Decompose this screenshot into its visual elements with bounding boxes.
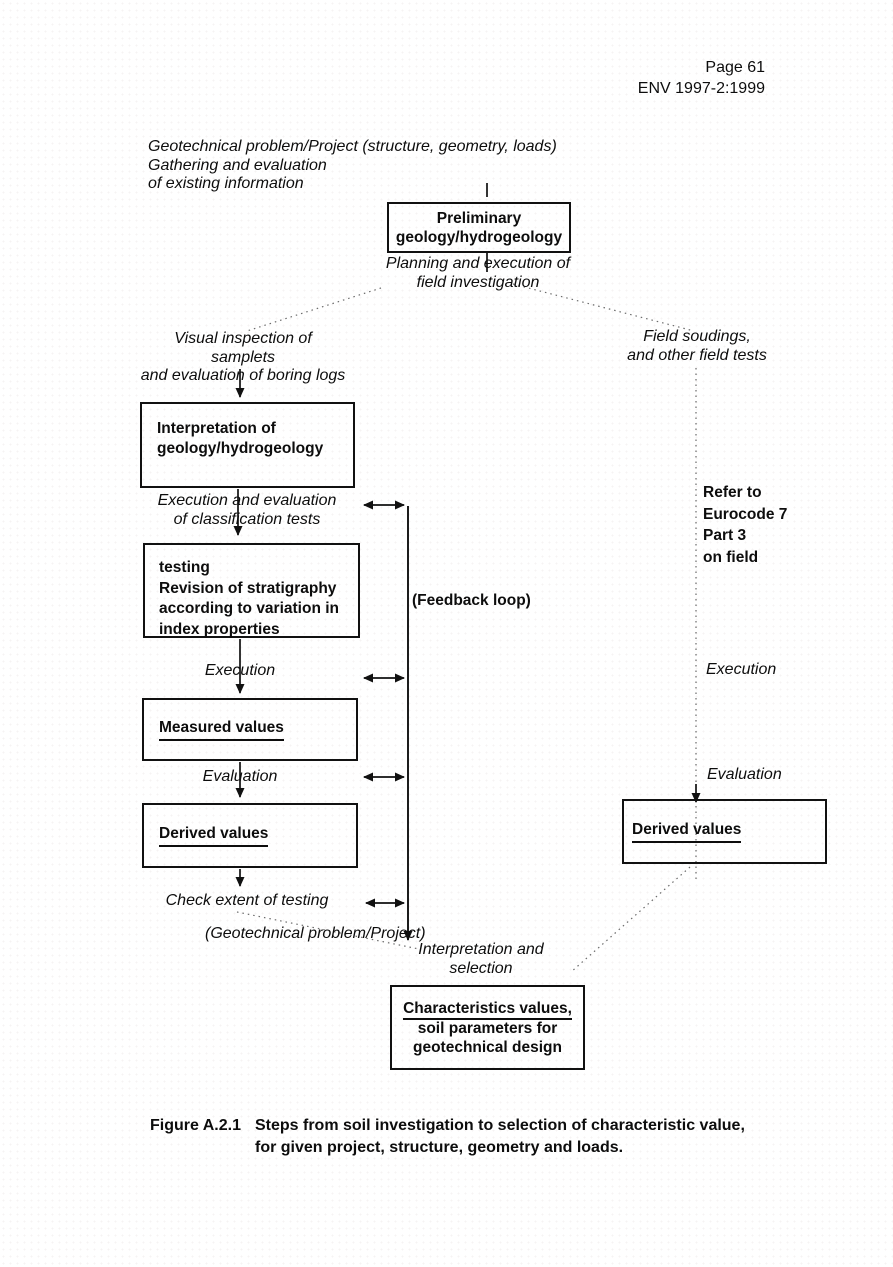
execution-right-label: Execution [706, 661, 777, 678]
figure-caption-line: for given project, structure, geometry a… [254, 1139, 624, 1156]
classification-tests-line: of classification tests [173, 510, 321, 528]
geotechnical-problem-label: (Geotechnical problem/Project) [205, 925, 426, 942]
preliminary-box: Preliminary geology/hydrogeology [387, 202, 571, 253]
characteristics-box: Characteristics values, soil parameters … [390, 985, 585, 1070]
standard-reference: ENV 1997-2:1999 [637, 80, 765, 97]
characteristics-box-label: geotechnical design [412, 1039, 562, 1056]
preliminary-box-label: Preliminary [436, 209, 522, 227]
testing-box-label: testing [159, 559, 210, 576]
testing-box-label: index properties [159, 620, 280, 638]
classification-tests-line: Execution and evaluation [157, 492, 337, 509]
field-soundings-line: Field soudings, [643, 328, 751, 345]
page-number: Page 61 [705, 59, 765, 76]
intro-note: Geotechnical problem/Project (structure,… [148, 138, 557, 194]
derived-values-left-box: Derived values [142, 803, 358, 868]
intro-note-line: of existing information [148, 175, 304, 192]
refer-eurocode-label: Refer to Eurocode 7 Part 3 on field [703, 482, 787, 568]
characteristics-box-title-text: Characteristics values, [403, 1000, 572, 1020]
measured-values-label: Measured values [159, 718, 284, 741]
interpretation-box: Interpretation of geology/hydrogeology [140, 402, 355, 488]
testing-box-label: according to variation in [159, 600, 339, 617]
dotted-check-to-selection-line [236, 911, 420, 950]
dotted-branch-left-line [246, 287, 382, 332]
derived-values-right-box: Derived values [622, 799, 827, 864]
intro-note-line: Gathering and evaluation [148, 156, 327, 174]
intro-note-line: Geotechnical problem/Project (structure,… [148, 138, 557, 155]
figure-caption-line: Steps from soil investigation to selecti… [254, 1117, 745, 1134]
planning-label-line: Planning and execution of [385, 255, 571, 272]
planning-label-line: field investigation [416, 273, 540, 291]
figure-caption: Figure A.2.1 Steps from soil investigati… [150, 1115, 745, 1159]
interpretation-selection-line: selection [449, 959, 513, 977]
derived-values-right-label: Derived values [632, 820, 742, 843]
figure-caption-text: Steps from soil investigation to selecti… [255, 1115, 745, 1159]
interpretation-selection-label: Interpretation and selection [401, 941, 561, 978]
characteristics-box-title: Characteristics values, [392, 999, 583, 1020]
testing-box-label: Revision of stratigraphy [159, 579, 337, 597]
figure-caption-number: Figure A.2.1 [150, 1117, 241, 1134]
classification-tests-label: Execution and evaluation of classificati… [132, 492, 362, 529]
visual-inspection-label: Visual inspection of samplets and evalua… [140, 330, 346, 386]
dotted-branch-right-line [512, 283, 695, 332]
refer-eurocode-line: Eurocode 7 [703, 505, 788, 523]
interpretation-box-label: geology/hydrogeology [157, 440, 324, 457]
refer-eurocode-line: Part 3 [703, 527, 747, 544]
interpretation-box-label: Interpretation of [157, 420, 276, 437]
planning-label: Planning and execution of field investig… [358, 255, 598, 292]
testing-box: testing Revision of stratigraphy accordi… [143, 543, 360, 638]
page-header: Page 61 ENV 1997-2:1999 [638, 57, 765, 99]
refer-eurocode-line: Refer to [703, 484, 762, 501]
derived-values-left-label: Derived values [159, 824, 269, 847]
interpretation-selection-line: Interpretation and [418, 941, 544, 958]
feedback-loop-label: (Feedback loop) [412, 592, 531, 609]
dotted-derived-to-selection-line [570, 866, 691, 973]
visual-inspection-line: Visual inspection of samplets [174, 330, 312, 366]
field-soundings-label: Field soudings, and other field tests [597, 328, 797, 365]
characteristics-box-label: soil parameters for [417, 1019, 558, 1037]
visual-inspection-line: and evaluation of boring logs [140, 367, 346, 384]
evaluation-right-label: Evaluation [707, 766, 782, 783]
measured-values-box: Measured values [142, 698, 358, 761]
evaluation-left-label: Evaluation [202, 768, 278, 785]
check-extent-label: Check extent of testing [165, 892, 329, 909]
preliminary-box-label: geology/hydrogeology [395, 228, 563, 246]
refer-eurocode-line: on field [703, 548, 759, 566]
field-soundings-line: and other field tests [627, 346, 767, 364]
execution-left-label: Execution [204, 662, 276, 679]
